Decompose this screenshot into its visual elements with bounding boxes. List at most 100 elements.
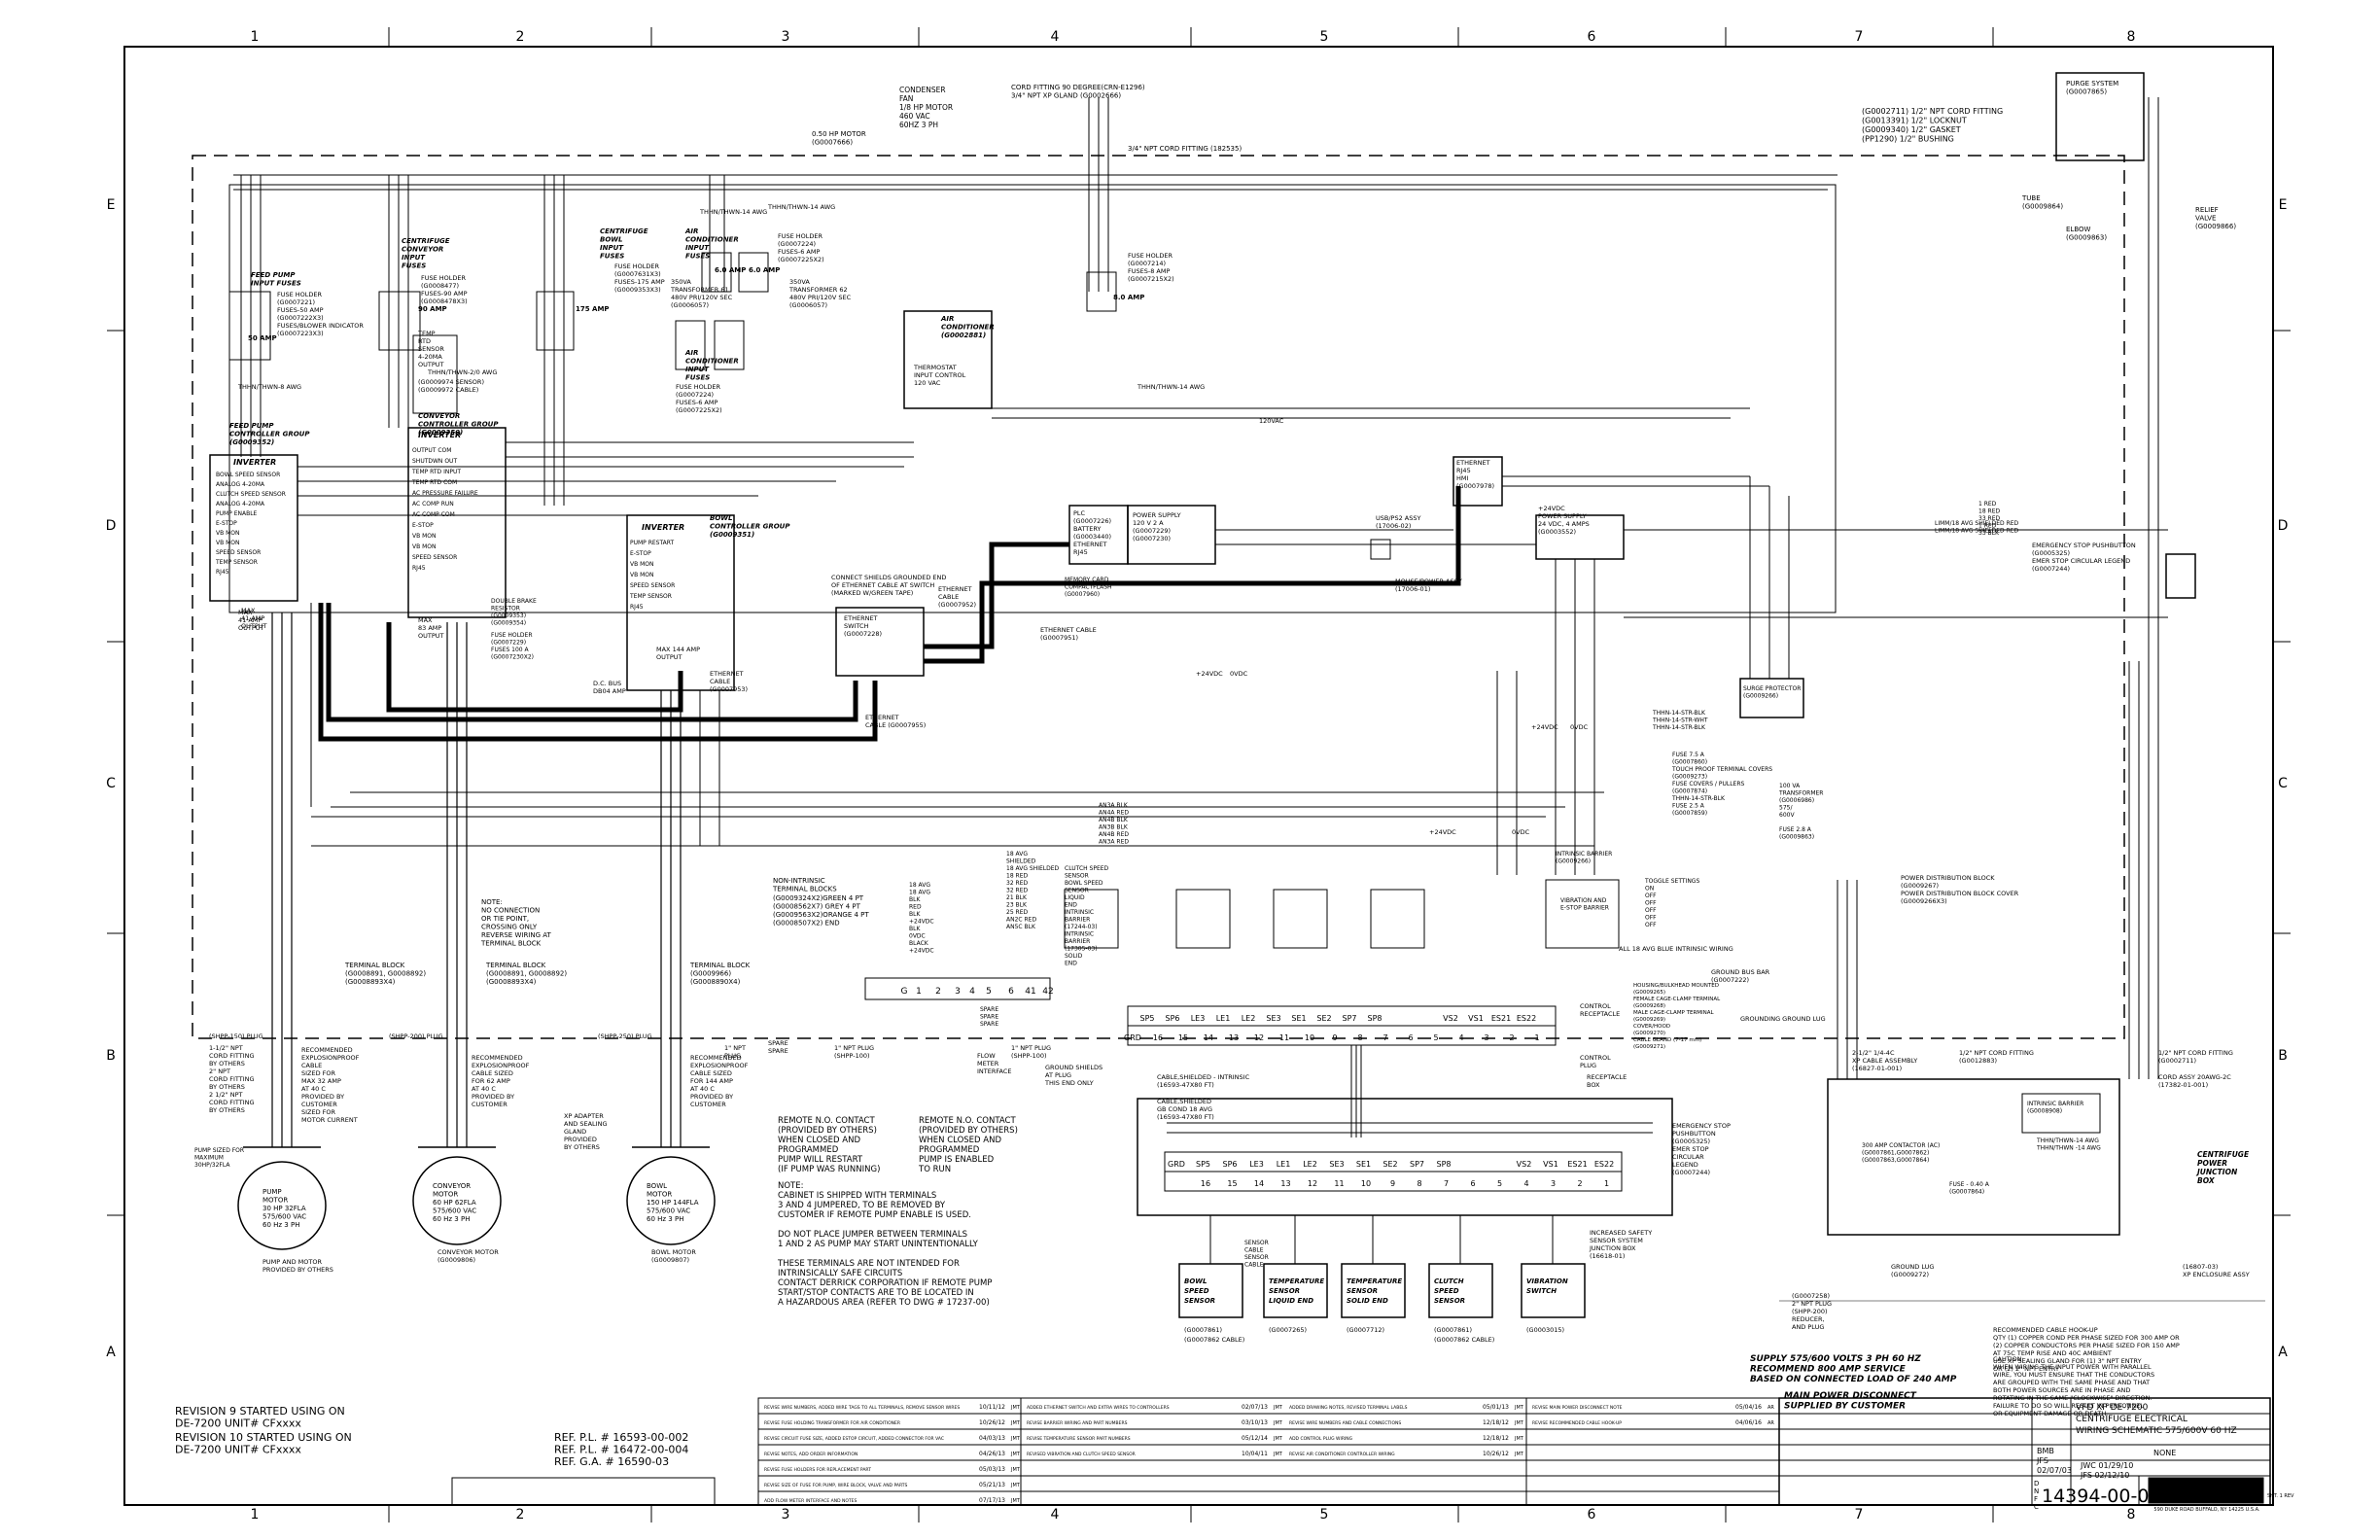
label-text: MOTOR	[262, 1197, 288, 1205]
label-text: (G0009807)	[651, 1256, 689, 1264]
ps24-box	[1535, 514, 1625, 560]
label-text: FUSE COVERS / PULLERS	[1672, 781, 1745, 788]
label-text: MAX	[418, 616, 433, 624]
label-text: CAUTION:	[1993, 1355, 2024, 1363]
jbox-pin-number: 8	[1417, 1179, 1421, 1188]
jbox-pin-number: 4	[1523, 1179, 1528, 1188]
label-text: (G0009268)	[1633, 1003, 1665, 1009]
label-text: RECOMMENDED CABLE HOOK-UP	[1993, 1326, 2098, 1334]
label-text: ETHERNET CABLE	[1040, 626, 1097, 634]
label-text: BOWL	[1184, 1278, 1207, 1285]
jbox-pin-label: SP6	[1223, 1160, 1238, 1169]
plug-pin-number: 9	[1332, 1033, 1337, 1042]
label-text: SUPPLY 575/600 VOLTS 3 PH 60 HZ	[1750, 1354, 1921, 1364]
label-text: (G0008477)	[421, 282, 459, 290]
label-text: JUNCTION	[2195, 1168, 2238, 1176]
label-text: FUSE - 0.40 A	[1949, 1181, 1990, 1188]
label-text: CABLE	[1244, 1262, 1264, 1269]
label-text: CUSTOMER	[690, 1101, 726, 1108]
label-text: OFF	[1645, 892, 1657, 899]
label-text: CENTRIFUGE	[600, 228, 648, 235]
label-text: CORD FITTING	[209, 1099, 255, 1106]
label-text: (G0008478X3)	[421, 298, 468, 305]
label-text: WHEN WIRING THE INPUT POWER WITH PARALLE…	[1993, 1363, 2152, 1371]
label-text: 150 HP 144FLA	[647, 1199, 699, 1207]
label-text: OUTPUT	[418, 632, 444, 640]
label-text: PROGRAMMED	[919, 1145, 980, 1155]
label-text: REVERSE WIRING AT	[481, 931, 551, 939]
label-text: 33 RED	[1978, 515, 2001, 522]
label-text: REVISE WIRE NUMBERS AND CABLE CONNECTION…	[1289, 1420, 1401, 1426]
label-text: 350VA	[671, 278, 691, 286]
label-text: 120 VAC	[914, 379, 941, 387]
label-text: 05/03/13	[979, 1466, 1005, 1473]
label-text: LEGEND	[1672, 1161, 1698, 1169]
label-text: 0VDC	[1512, 828, 1530, 836]
label-text: 41 AMP	[238, 616, 262, 624]
label-text: JFS	[2036, 1456, 2048, 1465]
label-text: 32 RED	[1006, 880, 1029, 887]
label-text: D	[2034, 1480, 2039, 1488]
label-text: 10/11/12	[979, 1404, 1005, 1411]
label-text: CUSTOMER	[472, 1101, 508, 1108]
label-text: 05/21/13	[979, 1482, 1005, 1488]
label-text: JMT	[1514, 1420, 1524, 1426]
label-text: AC COMP RUN	[412, 501, 454, 508]
label-text: SENSOR SYSTEM	[1590, 1237, 1643, 1244]
label-text: INPUT	[600, 244, 624, 252]
label-text: SWITCH	[844, 622, 869, 630]
label-text: RECOMMENDED	[690, 1054, 742, 1062]
label-text: MAX	[238, 609, 253, 616]
sensor-symbols	[1178, 1215, 1586, 1318]
label-text: (16827-01-001)	[1852, 1065, 1902, 1072]
label-text: (G0009270)	[1633, 1031, 1665, 1036]
label-text: AN4B RED	[1099, 831, 1129, 838]
plug-pin-label: ES21	[1491, 1014, 1511, 1023]
jbox-pin-label: SP5	[1196, 1160, 1210, 1169]
plug-pin-label: SE3	[1266, 1014, 1280, 1023]
label-text: START/STOP CONTACTS ARE TO BE LOCATED IN	[778, 1288, 974, 1298]
label-text: XP ADAPTER	[564, 1112, 604, 1120]
label-text: JMT	[1273, 1420, 1283, 1426]
label-text: CORD FITTING	[209, 1075, 255, 1083]
label-text: +24VDC	[909, 948, 934, 955]
plug-pin-number: 16	[1153, 1033, 1163, 1042]
label-text: ETHERNET	[938, 585, 972, 593]
label-text: BLACK	[909, 940, 929, 947]
label-text: ALL 18 AVG BLUE INTRINSIC WIRING	[1619, 945, 1733, 953]
frame-col-label: 1	[251, 29, 260, 45]
label-text: JMT	[1010, 1405, 1021, 1411]
label-text: SPARE	[980, 1006, 998, 1013]
label-text: ETHERNET	[844, 614, 878, 622]
plug-pin-label: SP8	[1368, 1014, 1382, 1023]
label-text: SENSOR	[1184, 1297, 1215, 1305]
label-text: 120VAC	[1259, 417, 1284, 425]
label-text: (G0007229)	[1133, 527, 1171, 535]
label-text: E-STOP	[630, 550, 651, 557]
label-text: CONTROLLER GROUP	[710, 523, 790, 531]
label-text: 10/04/11	[1242, 1451, 1268, 1457]
label-text: CABLE (G0007955)	[865, 721, 926, 729]
label-text: EMER STOP CIRCULAR LEGEND	[2032, 557, 2130, 565]
label-text: D.C. BUS	[593, 680, 621, 687]
label-text: SENSOR	[1347, 1287, 1378, 1295]
label-text: EXPLOSIONPROOF	[301, 1054, 360, 1062]
label-text: REVISE WIRE NUMBERS, ADDED WIRE TAGS TO …	[764, 1405, 960, 1411]
label-text: (G0003552)	[1538, 528, 1576, 536]
label-text: FEED PUMP	[251, 271, 296, 279]
label-text: CORD ASSY 20AWG-2C	[2158, 1073, 2231, 1081]
enclosure-outline	[192, 155, 2125, 1039]
jbox-pin-number: 1	[1604, 1179, 1609, 1188]
label-text: PUMP ENABLE	[216, 510, 258, 517]
jbox-pin-label: GRD	[1168, 1160, 1185, 1169]
label-text: (G0007258)	[1792, 1292, 1830, 1300]
jbox-pin-label: VS2	[1517, 1160, 1532, 1169]
label-text: SPEED SENSOR	[412, 554, 457, 561]
label-text: LIMM/18 AVG SHIELDED RED	[1935, 520, 2019, 527]
label-text: TOGGLE SETTINGS	[1644, 878, 1699, 885]
label-text: (G0009266)	[1743, 693, 1778, 700]
label-text: 1/8 HP MOTOR	[899, 103, 953, 112]
label-text: 25 RED	[1006, 909, 1029, 916]
label-text: CONDITIONER	[685, 236, 739, 244]
label-text: HOUSING/BULKHEAD MOUNTED	[1633, 983, 1719, 989]
